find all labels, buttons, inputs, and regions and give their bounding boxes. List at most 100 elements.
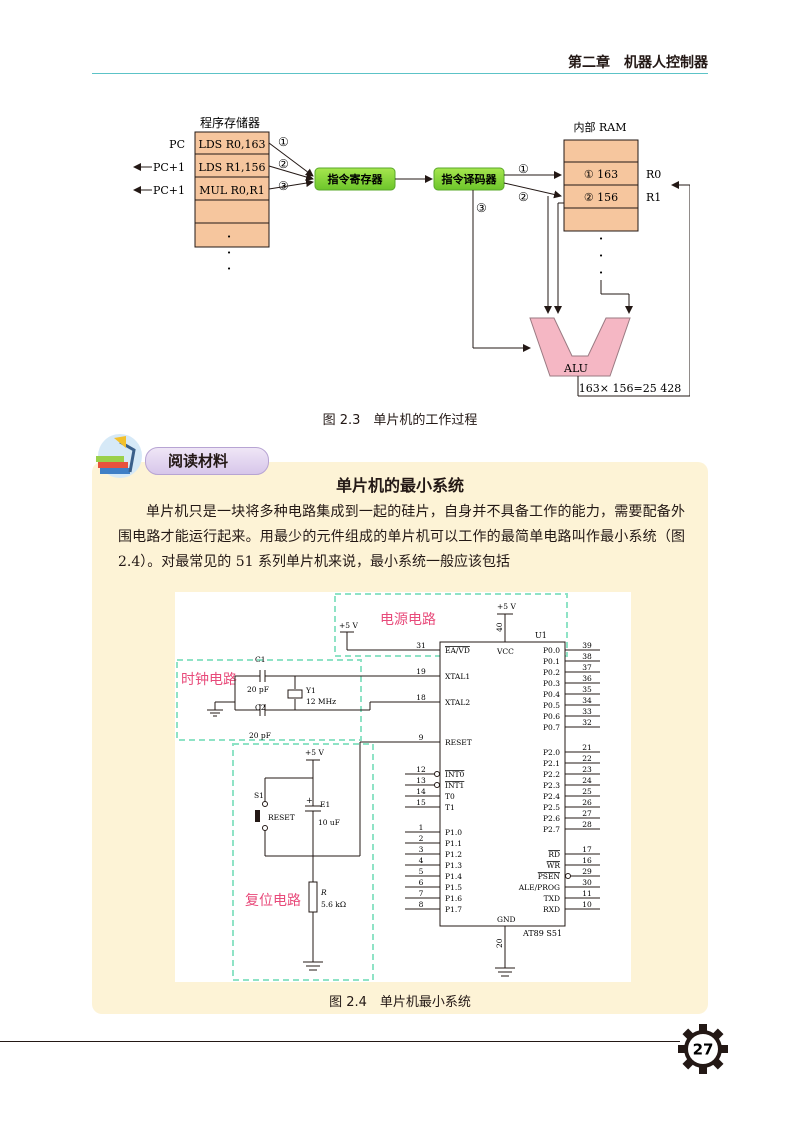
right-pin-number: 33 [582, 707, 592, 716]
crystal-y1 [287, 689, 303, 699]
left-pin-number: 6 [419, 878, 424, 887]
right-pin-name: P0.1 [543, 657, 560, 666]
ram-cell-r1: ② 156 [584, 191, 618, 204]
instruction-1: LDS R0,163 [199, 138, 266, 151]
left-pin-number: 7 [419, 889, 424, 898]
right-pin-name: P2.0 [543, 748, 560, 757]
instruction-2: LDS R1,156 [199, 161, 266, 174]
right-pin-number: 29 [582, 867, 592, 876]
instruction-3: MUL R0,R1 [199, 184, 264, 197]
left-pin-name: T1 [445, 803, 455, 812]
left-pin-number: 2 [419, 834, 424, 843]
right-pin-name: TXD [544, 894, 560, 903]
right-pin-number: 28 [582, 820, 592, 829]
ram-dot-3: · [598, 263, 603, 282]
left-pin-number: 19 [416, 667, 426, 676]
left-pin-name: P1.2 [445, 850, 462, 859]
left-pin-name: P1.6 [445, 894, 462, 903]
e1-value: 10 uF [318, 818, 340, 827]
decoder-step-1: ① [518, 162, 529, 176]
left-pin-number: 1 [419, 823, 424, 832]
right-pin-name: P2.5 [543, 803, 560, 812]
register-r1: R1 [646, 191, 661, 204]
left-pin-number: 15 [416, 798, 426, 807]
vcc-pin-number: 40 [495, 622, 504, 632]
gear-icon: 27 [678, 1024, 728, 1074]
instruction-decoder-label: 指令译码器 [442, 172, 498, 186]
left-pin-name: XTAL2 [445, 698, 470, 707]
c2-label: C2 [255, 703, 266, 712]
decoder-step-3: ③ [476, 201, 487, 215]
right-pin-name: P0.2 [543, 668, 560, 677]
right-pin-name: P2.1 [543, 759, 560, 768]
left-pin-name: EA/VD [445, 646, 470, 655]
e1-label: E1 [320, 800, 330, 809]
right-pin-number: 39 [582, 641, 592, 650]
ram-cell-r0: ① 163 [584, 168, 618, 181]
right-pin-number: 16 [582, 856, 592, 865]
register-r0: R0 [646, 168, 661, 181]
c1-value: 20 pF [247, 685, 269, 694]
chapter-header: 第二章 机器人控制器 [568, 55, 708, 71]
left-pin-number: 5 [419, 867, 424, 876]
left-pin-number: 3 [419, 845, 424, 854]
right-pin-name: PSEN [538, 872, 561, 881]
left-pin-number: 31 [416, 641, 426, 650]
reading-lamp-books-icon [96, 434, 142, 478]
right-pin-name: P2.7 [543, 825, 560, 834]
left-pin-name: XTAL1 [445, 672, 470, 681]
right-pin-number: 30 [582, 878, 592, 887]
right-pin-number: 10 [582, 900, 592, 909]
left-pin-number: 9 [419, 733, 424, 742]
mcu-chip-body [439, 641, 566, 927]
gnd-pin-name: GND [497, 915, 516, 924]
ea-supply-label: +5 V [339, 621, 358, 630]
right-pin-number: 35 [582, 685, 592, 694]
right-pin-number: 25 [582, 787, 592, 796]
left-pin-number: 12 [416, 765, 426, 774]
step-mark-2: ② [278, 157, 289, 171]
reading-material-tab: 阅读材料 [145, 447, 269, 475]
pc-plus-1-label-2: PC+1 [153, 184, 185, 197]
pc-plus-1-label: PC+1 [153, 161, 185, 174]
ram-title: 内部 RAM [574, 120, 627, 134]
right-pin-number: 23 [582, 765, 592, 774]
right-pin-name: P0.5 [543, 701, 560, 710]
right-pin-name: P2.4 [543, 792, 560, 801]
right-pin-name: P0.4 [543, 690, 560, 699]
right-pin-name: P0.6 [543, 712, 560, 721]
right-pin-number: 36 [582, 674, 592, 683]
instruction-register-label: 指令寄存器 [328, 172, 384, 186]
reading-title: 单片机的最小系统 [335, 476, 464, 495]
chip-model: AT89 S51 [522, 929, 562, 938]
alu-result: 163× 156=25 428 [579, 382, 681, 395]
left-pin-name: P1.5 [445, 883, 462, 892]
header-rule [92, 73, 708, 74]
left-pin-name: INT0 [445, 770, 465, 779]
decoder-step-2: ② [518, 190, 529, 204]
right-pin-number: 32 [582, 718, 592, 727]
r-label: R [320, 888, 327, 897]
internal-ram [563, 139, 639, 232]
memory-dot-2: · [226, 243, 231, 262]
left-pin-number: 13 [416, 776, 426, 785]
figure-2-3-caption: 图 2.3 单片机的工作过程 [322, 413, 478, 428]
footer-rule [0, 1041, 680, 1042]
alu-shape [529, 317, 631, 377]
right-pin-number: 38 [582, 652, 592, 661]
figure-2-4-caption: 图 2.4 单片机最小系统 [329, 995, 471, 1010]
figure-2-4-minimum-system: 电源电路 时钟电路 复位电路 U1 AT89 S51 VCC GND 31EA/… [175, 592, 631, 982]
reset-button-s1 [255, 810, 260, 822]
right-pin-number: 11 [582, 889, 592, 898]
left-pin-name: P1.3 [445, 861, 462, 870]
clock-circuit-label: 时钟电路 [181, 671, 237, 688]
left-pin-name: INT1 [445, 781, 464, 790]
ram-dot-2: · [598, 246, 603, 265]
r-value: 5.6 kΩ [321, 900, 346, 909]
right-pin-name: P2.6 [543, 814, 560, 823]
right-pin-number: 27 [582, 809, 592, 818]
step-mark-3: ③ [278, 179, 289, 193]
ram-dot-1: · [598, 229, 603, 248]
right-pin-name: P0.3 [543, 679, 560, 688]
left-pin-number: 8 [419, 900, 424, 909]
